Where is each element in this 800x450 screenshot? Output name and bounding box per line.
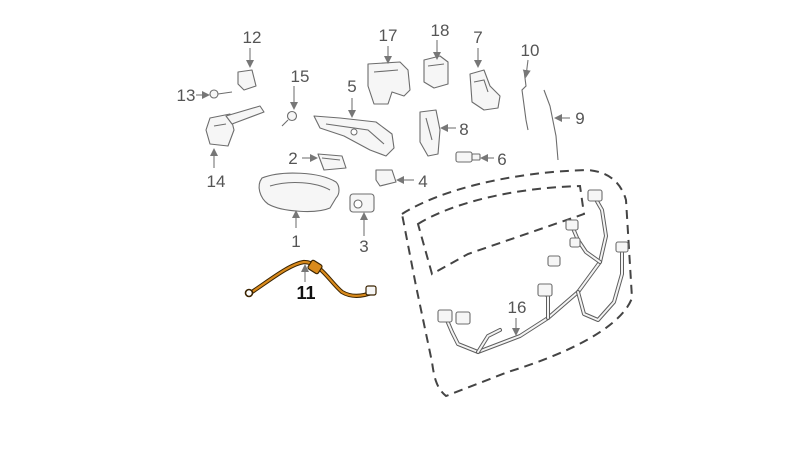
part-15-screw	[281, 110, 298, 127]
part-16-wiring-harness	[437, 189, 629, 354]
part-2-handle-cap	[317, 153, 347, 171]
callout-6: 6	[497, 150, 506, 169]
callout-8: 8	[459, 120, 468, 139]
part-10-rod	[521, 69, 529, 131]
callout-16: 16	[508, 298, 527, 317]
callout-7: 7	[473, 28, 482, 47]
door-shell-outline	[400, 168, 634, 398]
callout-1: 1	[291, 232, 300, 251]
callout-2: 2	[288, 149, 297, 168]
callout-17: 17	[379, 26, 398, 45]
callout-12: 12	[243, 28, 262, 47]
callout-labels: 1 2 3 4 5 6 7 8 9 10 11 12 13 14 15 16 1…	[177, 21, 585, 317]
part-5-handle-bracket	[313, 115, 395, 157]
callout-9: 9	[575, 109, 584, 128]
callout-13: 13	[177, 86, 196, 105]
callout-18: 18	[431, 21, 450, 40]
part-12-bracket	[237, 69, 257, 91]
part-17-bracket-plate	[367, 61, 411, 105]
part-4-clip	[375, 169, 397, 187]
part-3-lock-cylinder	[349, 193, 375, 213]
part-7-latch-block	[469, 69, 501, 111]
callout-5: 5	[347, 77, 356, 96]
part-8-bracket	[419, 109, 441, 157]
part-11-release-cable	[244, 259, 377, 298]
callout-15: 15	[291, 67, 310, 86]
part-9-rod	[543, 89, 559, 161]
leader-lines	[196, 40, 570, 336]
callout-11: 11	[296, 283, 315, 303]
part-14-door-check	[205, 105, 265, 147]
part-18-switch	[423, 55, 449, 89]
callout-14: 14	[207, 172, 226, 191]
callout-4: 4	[418, 172, 427, 191]
part-13-bolt	[209, 89, 233, 99]
callout-3: 3	[359, 237, 368, 256]
part-1-outside-handle	[258, 172, 340, 212]
callout-10: 10	[521, 41, 540, 60]
part-6-connector	[455, 151, 481, 163]
